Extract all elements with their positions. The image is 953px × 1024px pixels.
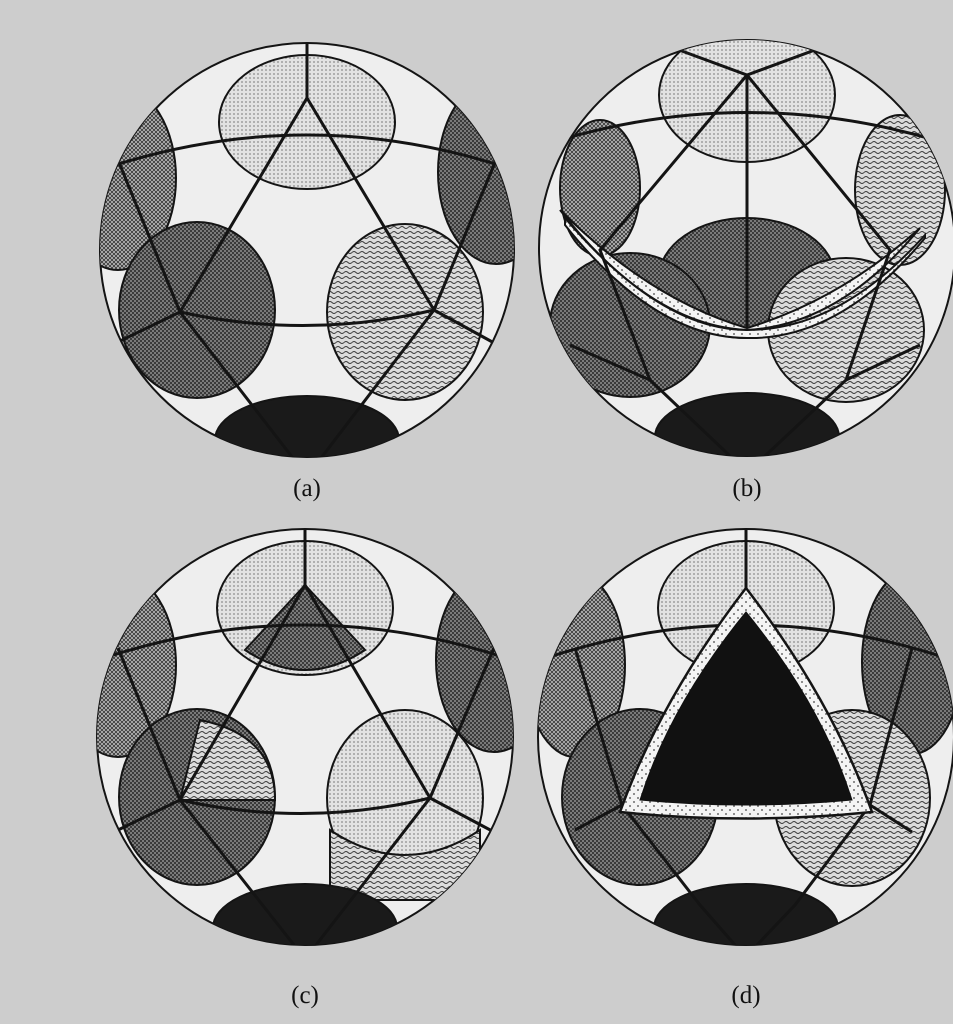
upper-left-spot-b — [560, 120, 640, 256]
caption-b: (b) — [732, 475, 761, 502]
caption-a: (a) — [293, 475, 321, 502]
left-spot-a — [119, 222, 275, 398]
caption-d: (d) — [731, 982, 760, 1009]
caption-c: (c) — [291, 982, 319, 1009]
